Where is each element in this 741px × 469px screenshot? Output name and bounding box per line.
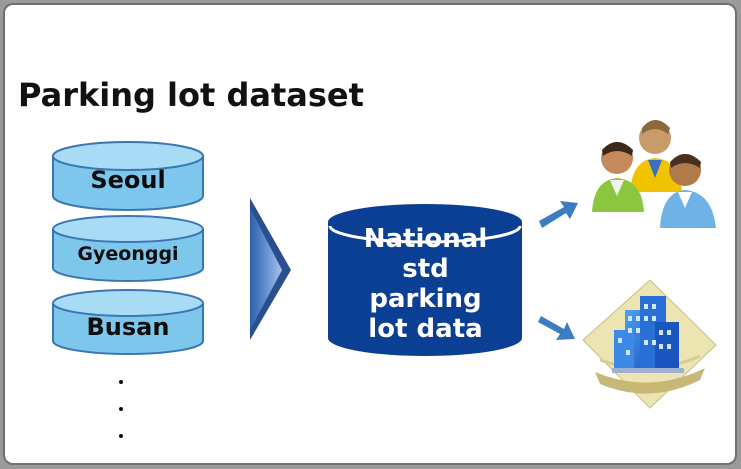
national-db-cylinder	[328, 204, 522, 356]
db-label-seoul: Seoul	[90, 166, 166, 194]
chevron-arrow-icon	[250, 198, 291, 340]
arrow-to-users-icon	[539, 201, 578, 228]
db-cylinder-seoul	[52, 141, 204, 211]
arrow-to-buildings-icon	[538, 316, 575, 340]
national-db-label: National std parking lot data	[363, 224, 488, 340]
db-cylinder-busan	[52, 289, 204, 355]
db-label-busan: Busan	[86, 313, 170, 341]
buildings-icon	[582, 279, 717, 409]
page-title: Parking lot dataset	[18, 76, 364, 114]
db-cylinder-gyeonggi	[52, 215, 204, 282]
db-label-gyeonggi: Gyeonggi	[77, 243, 179, 265]
users-group-icon	[592, 120, 716, 228]
